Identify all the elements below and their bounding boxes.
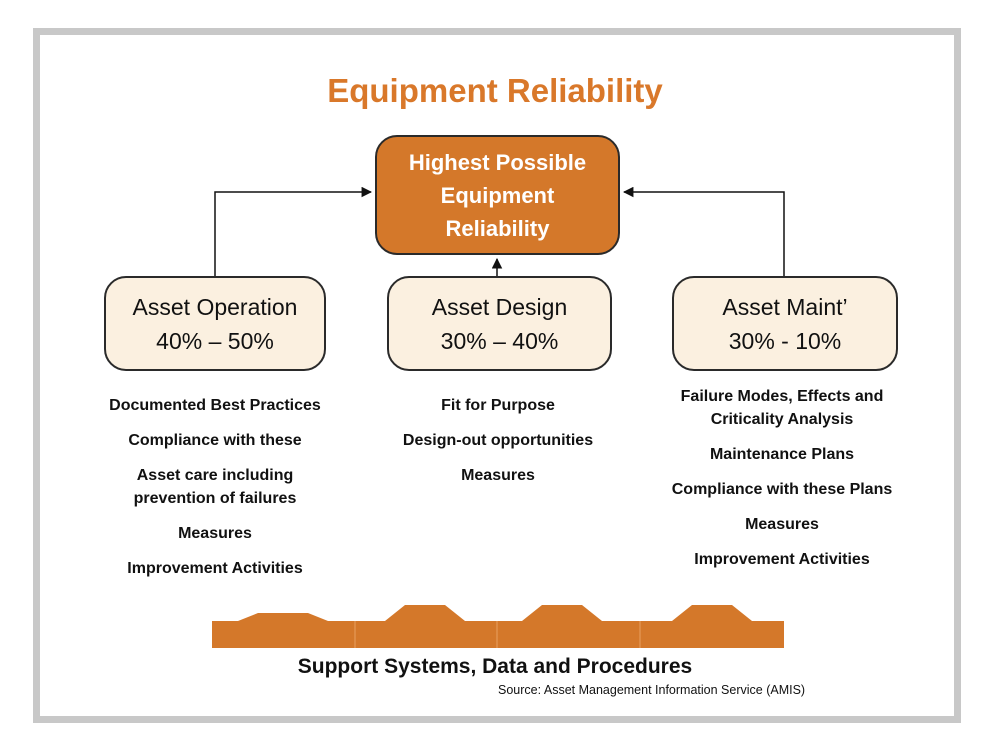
support-arrow-band xyxy=(212,605,784,648)
pillar-name: Asset Design xyxy=(431,293,568,320)
list-item: Measures xyxy=(178,525,252,542)
pillar-name: Asset Operation xyxy=(132,293,298,320)
list-item: Documented Best Practices xyxy=(109,397,321,414)
list-item: Compliance with these xyxy=(128,432,302,449)
support-label: Support Systems, Data and Procedures xyxy=(297,655,693,678)
list-item: Compliance with these Plans xyxy=(671,481,893,498)
list-item: Measures xyxy=(461,467,535,484)
goal-line-3: Reliability xyxy=(445,215,550,241)
source-note: Source: Asset Management Information Ser… xyxy=(498,683,806,697)
list-item: Measures xyxy=(745,516,819,533)
goal-box: Highest Possible Equipment Reliability xyxy=(375,135,620,255)
pillar-asset-maint: Asset Maint’ 30% - 10% xyxy=(672,276,898,371)
list-item: Failure Modes, Effects and Criticality A… xyxy=(680,388,884,428)
pillar-share: 30% – 40% xyxy=(440,327,559,354)
goal-line-2: Equipment xyxy=(440,182,555,208)
list-item: Fit for Purpose xyxy=(441,397,555,414)
pillar-name: Asset Maint’ xyxy=(722,293,848,320)
pillar-asset-operation: Asset Operation 40% – 50% xyxy=(104,276,326,371)
design-items: Fit for Purpose Design-out opportunities… xyxy=(398,394,598,499)
goal-line-1: Highest Possible xyxy=(408,149,587,175)
list-item: Improvement Activities xyxy=(694,551,870,568)
maintenance-items: Failure Modes, Effects and Criticality A… xyxy=(662,385,902,583)
arrow-left-to-goal xyxy=(214,186,373,276)
list-item: Maintenance Plans xyxy=(709,446,855,463)
pillar-asset-design: Asset Design 30% – 40% xyxy=(387,276,612,371)
list-item: Design-out opportunities xyxy=(402,432,594,449)
list-item: Asset care including prevention of failu… xyxy=(133,467,297,507)
pillar-share: 30% - 10% xyxy=(728,327,842,354)
support-band xyxy=(212,621,784,648)
operation-items: Documented Best Practices Compliance wit… xyxy=(95,394,335,592)
diagram-title: Equipment Reliability xyxy=(327,72,663,109)
arrow-right-to-goal xyxy=(622,186,785,276)
list-item: Improvement Activities xyxy=(127,560,303,577)
pillar-share: 40% – 50% xyxy=(156,327,274,354)
